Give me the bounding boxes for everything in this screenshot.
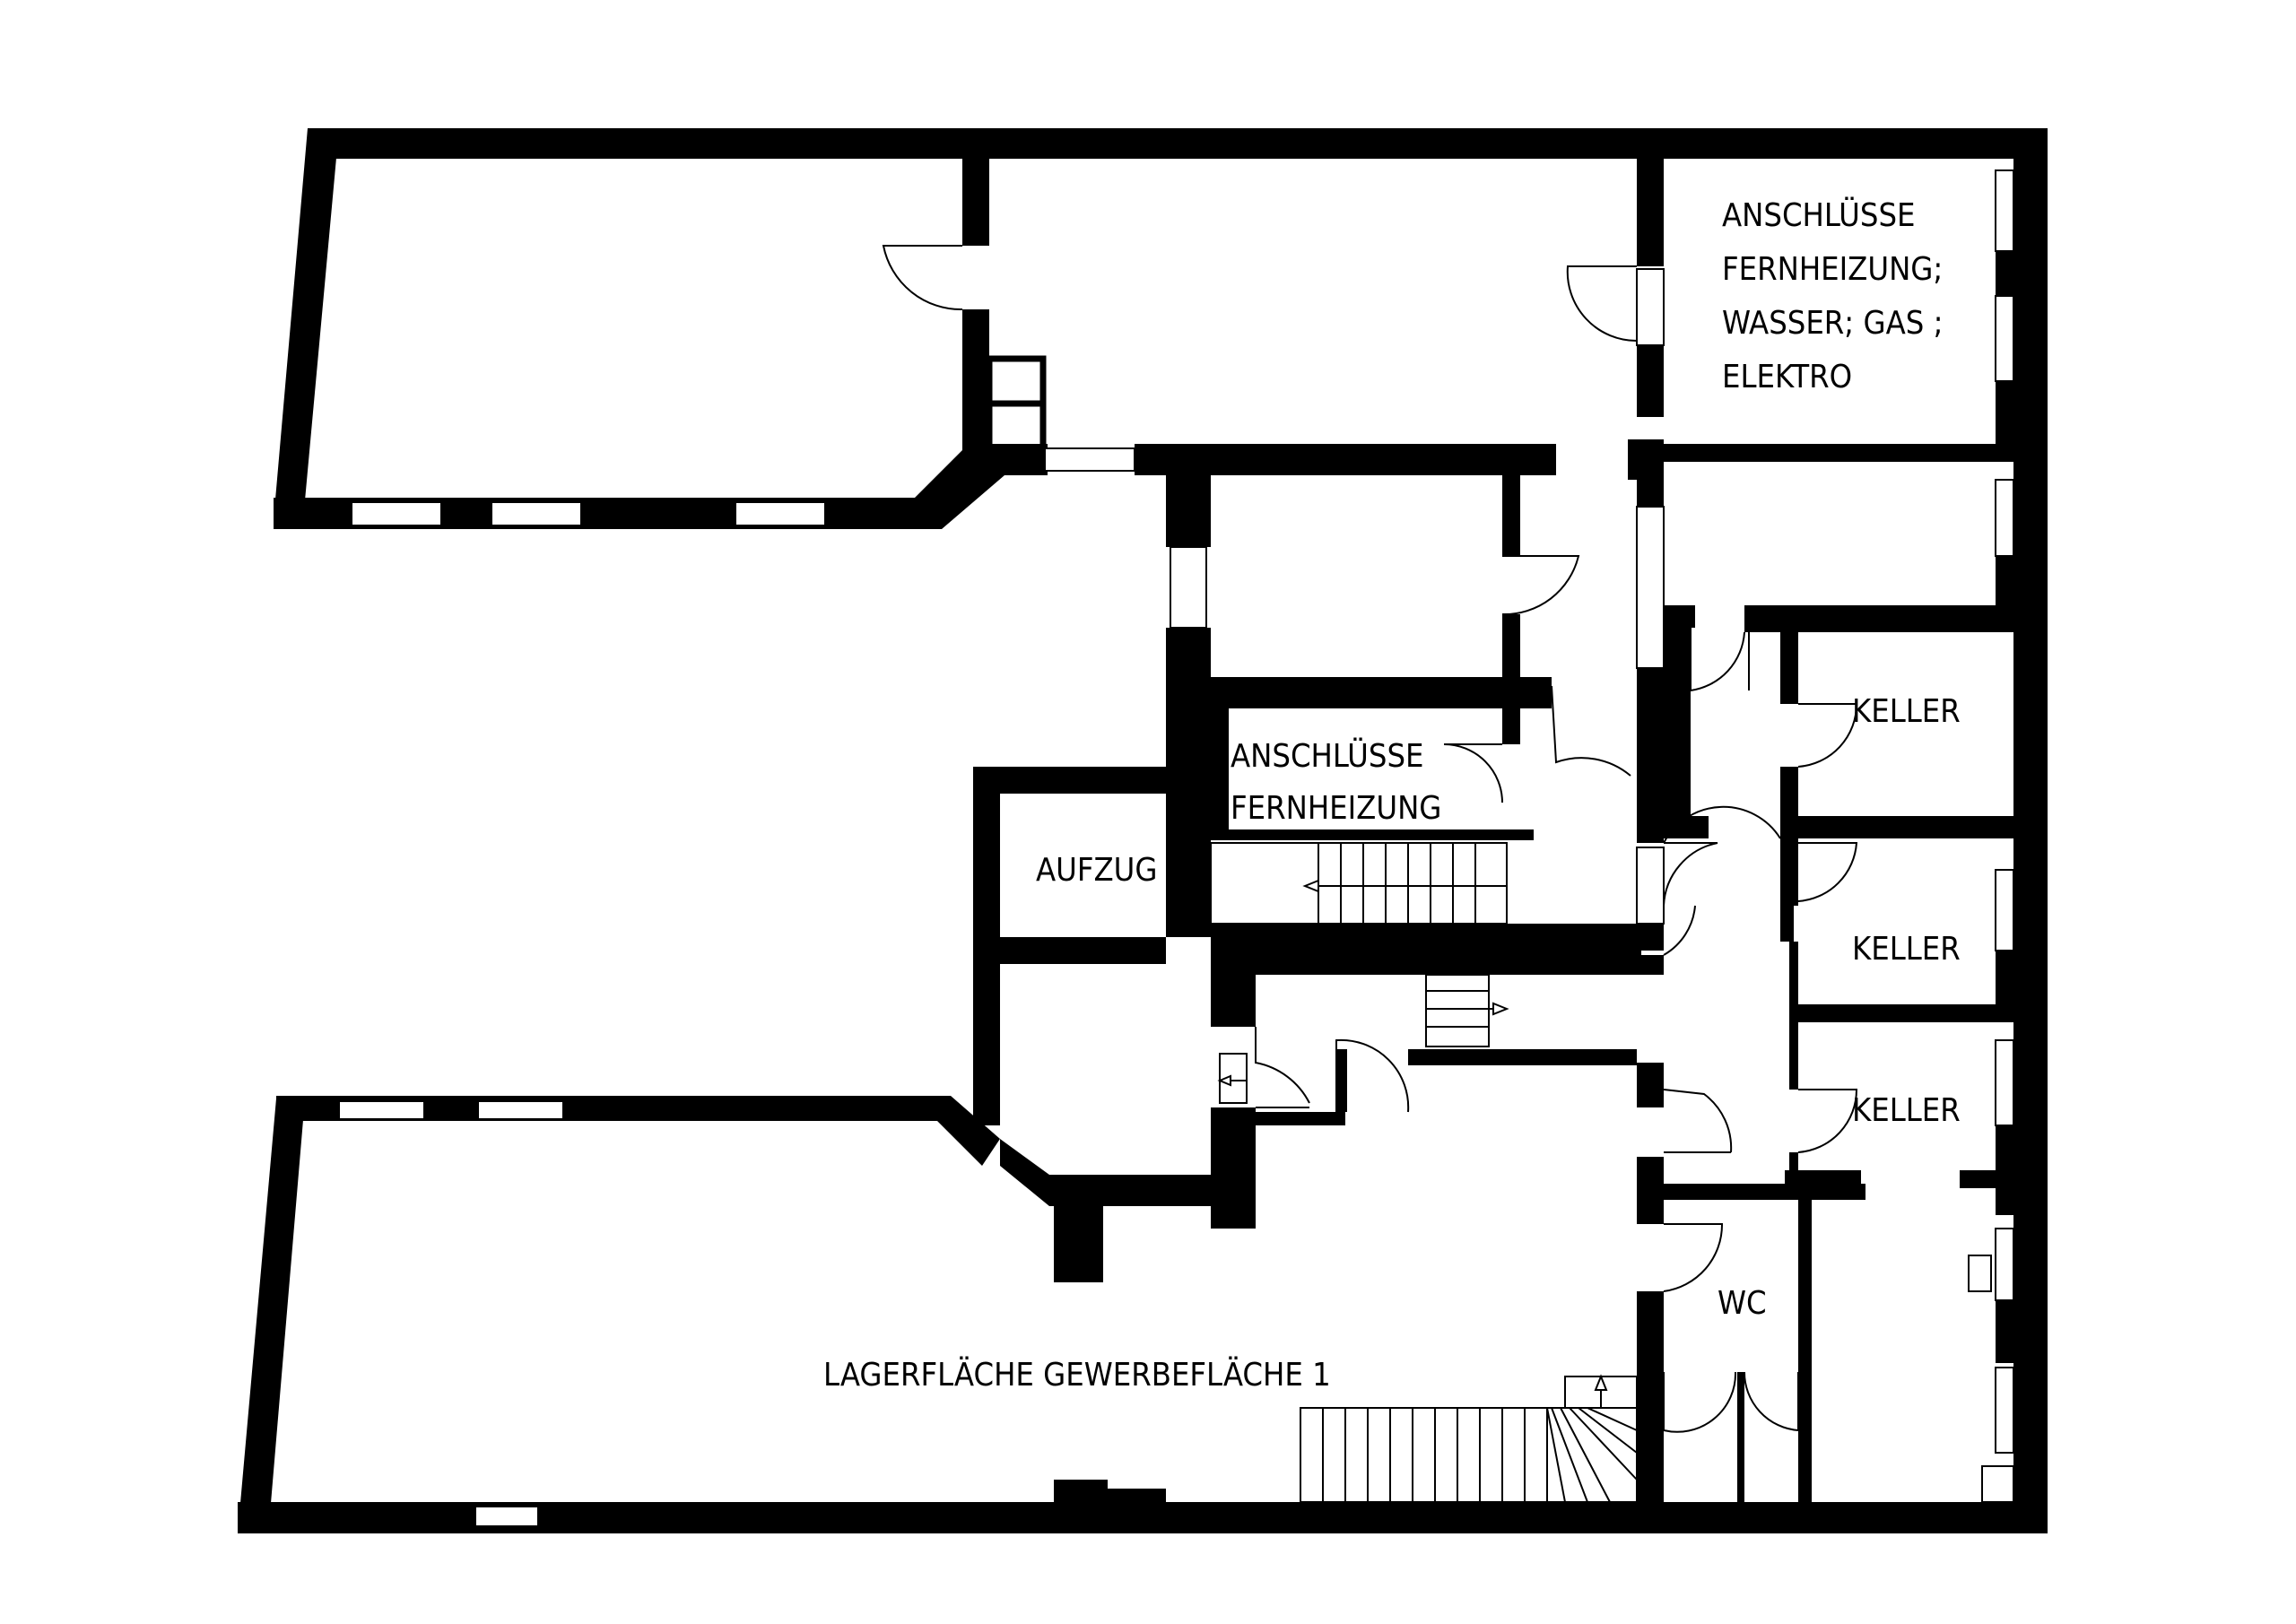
label-wc: WC — [1718, 1285, 1767, 1322]
label-anschluesse-top-1: ANSCHLÜSSE — [1722, 196, 1915, 234]
label-anschluesse-mid-1: ANSCHLÜSSE — [1231, 737, 1423, 775]
stairs — [1210, 842, 1638, 1503]
label-aufzug: AUFZUG — [1036, 852, 1158, 889]
label-anschluesse-top-2: FERNHEIZUNG; — [1722, 251, 1943, 288]
label-lagerflaeche: LAGERFLÄCHE GEWERBEFLÄCHE 1 — [823, 1356, 1331, 1394]
label-anschluesse-top-4: ELEKTRO — [1722, 359, 1852, 395]
label-anschluesse-mid-2: FERNHEIZUNG — [1231, 790, 1441, 827]
label-keller-1: KELLER — [1852, 693, 1961, 730]
label-keller-3: KELLER — [1852, 1092, 1961, 1129]
room-labels: ANSCHLÜSSE FERNHEIZUNG; WASSER; GAS ; EL… — [823, 196, 1961, 1394]
windows — [338, 169, 2014, 1527]
label-anschluesse-top-3: WASSER; GAS ; — [1722, 305, 1944, 342]
doors — [882, 245, 1858, 1433]
label-keller-2: KELLER — [1852, 931, 1961, 968]
